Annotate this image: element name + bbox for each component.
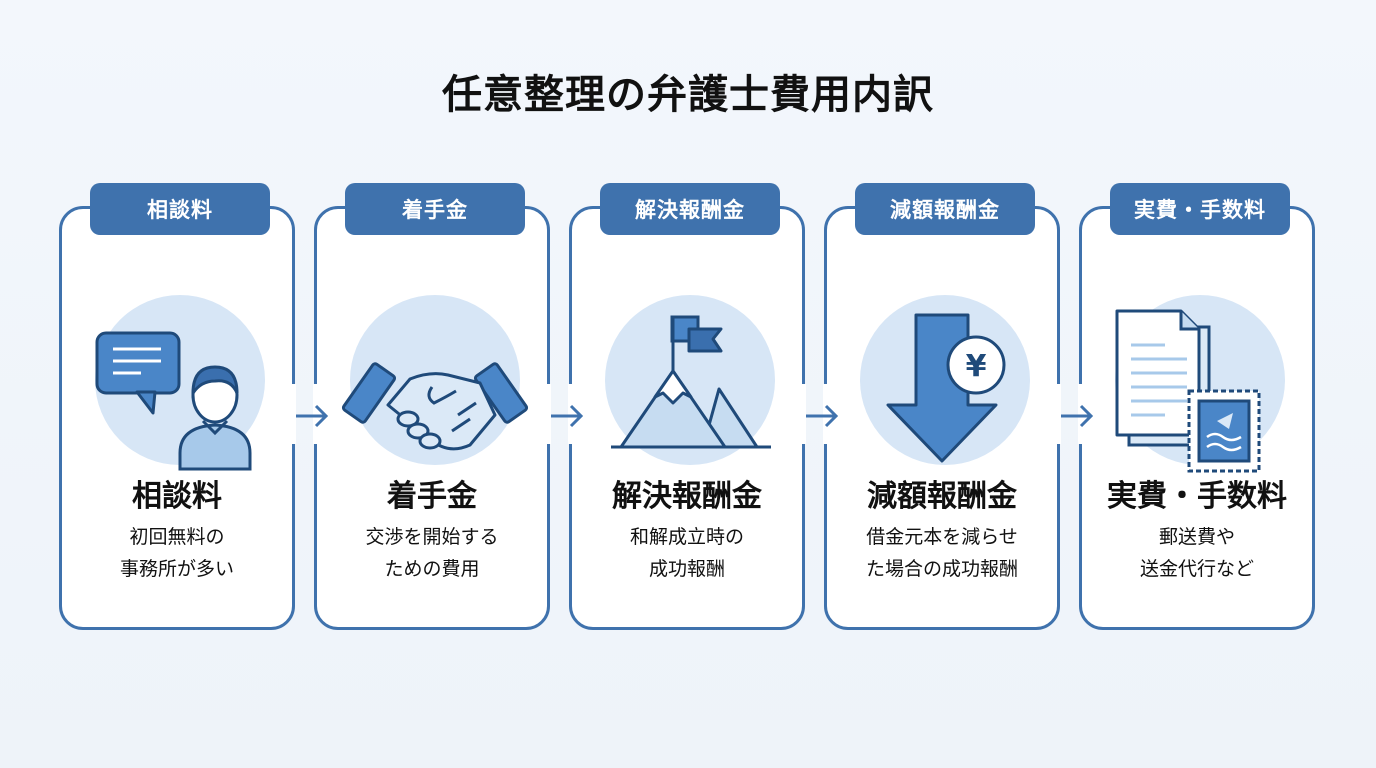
card-expenses-fees: 実費・手数料 実費・手数料 郵送費や 送金代行など (1078, 183, 1315, 630)
card-settlement-reward: 解決報酬金 解決報酬金 和解成立時の 成功報酬 (568, 183, 806, 630)
card-description: 交渉を開始する ための費用 (365, 526, 499, 580)
card-tab-label: 解決報酬金 (600, 183, 780, 235)
card-title: 実費・手数料 (1107, 479, 1287, 514)
arrow-right-icon (806, 404, 839, 428)
handshake-icon (341, 295, 529, 465)
card-title: 着手金 (387, 479, 477, 514)
chat-person-icon (95, 295, 265, 471)
card-tab-label: 相談料 (90, 183, 270, 235)
card-tab-label: 着手金 (345, 183, 525, 235)
card-tab-label: 実費・手数料 (1110, 183, 1290, 235)
document-stamp-icon (1115, 295, 1285, 473)
card-title: 解決報酬金 (612, 479, 762, 514)
down-arrow-yen-icon: ¥ (860, 295, 1030, 465)
card-retainer-fee: 着手金 着手金 交渉を開始する ための費用 (313, 183, 551, 630)
card-description: 郵送費や 送金代行など (1139, 526, 1254, 580)
card-description: 和解成立時の 成功報酬 (629, 526, 744, 580)
card-description: 初回無料の 事務所が多い (119, 526, 234, 580)
arrow-right-icon (551, 404, 584, 428)
arrow-right-icon (296, 404, 329, 428)
card-consultation-fee: 相談料 相談料 初回無料の 事務所が多い (59, 183, 296, 630)
mountain-flag-icon (605, 295, 775, 465)
card-title: 相談料 (132, 479, 222, 514)
card-description: 借金元本を減らせ た場合の成功報酬 (865, 526, 1018, 580)
page-title: 任意整理の弁護士費用内訳 (442, 72, 934, 118)
card-reduction-reward: 減額報酬金 ¥ 減額報酬金 借金元本を減らせ た場合の成功報酬 (823, 183, 1061, 630)
card-title: 減額報酬金 (867, 479, 1017, 514)
svg-text:¥: ¥ (966, 349, 987, 384)
card-tab-label: 減額報酬金 (855, 183, 1035, 235)
arrow-right-icon (1061, 404, 1094, 428)
